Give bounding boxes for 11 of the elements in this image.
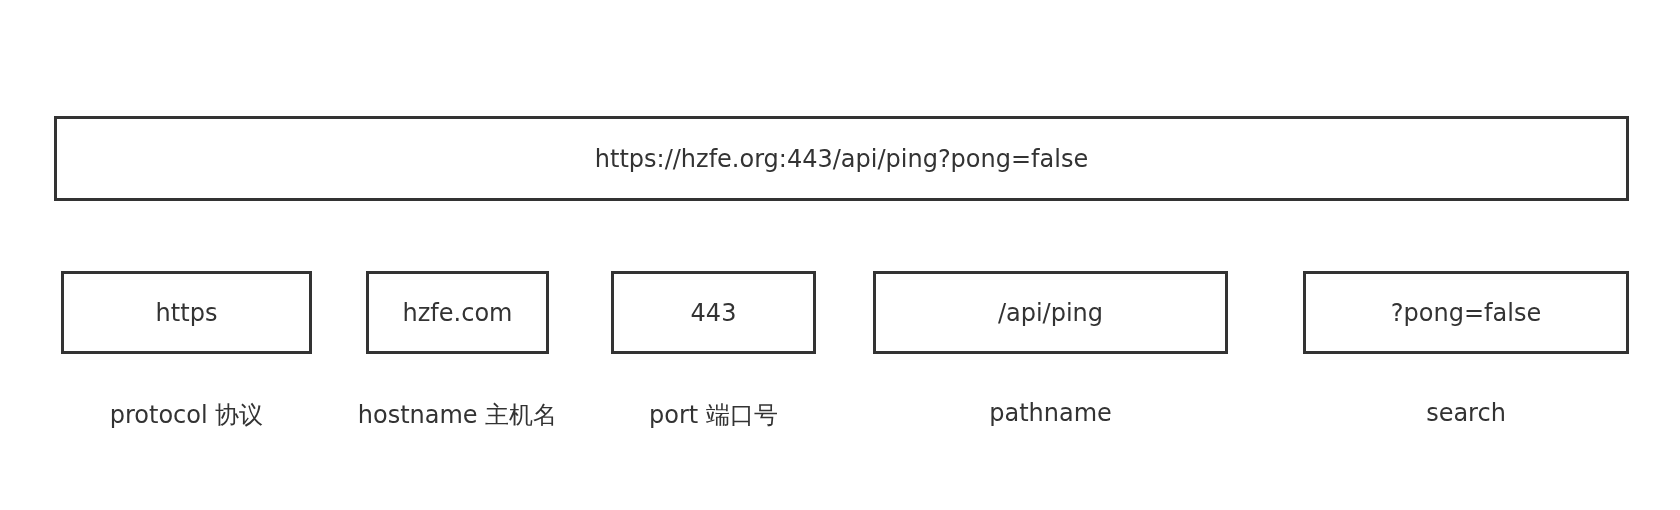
url-part-box: ?pong=false [1303,271,1629,354]
part-caption: pathname [989,399,1112,427]
url-box: https://hzfe.org:443/api/ping?pong=false [54,116,1629,201]
url-part-box: /api/ping [873,271,1228,354]
part-caption: hostname 主机名 [357,400,558,431]
part-caption: protocol 协议 [109,400,264,431]
part-caption: search [1426,399,1506,427]
url-part-box: hzfe.com [366,271,549,354]
url-part-box: https [61,271,312,354]
part-caption: port 端口号 [649,400,778,431]
url-part-box: 443 [611,271,816,354]
